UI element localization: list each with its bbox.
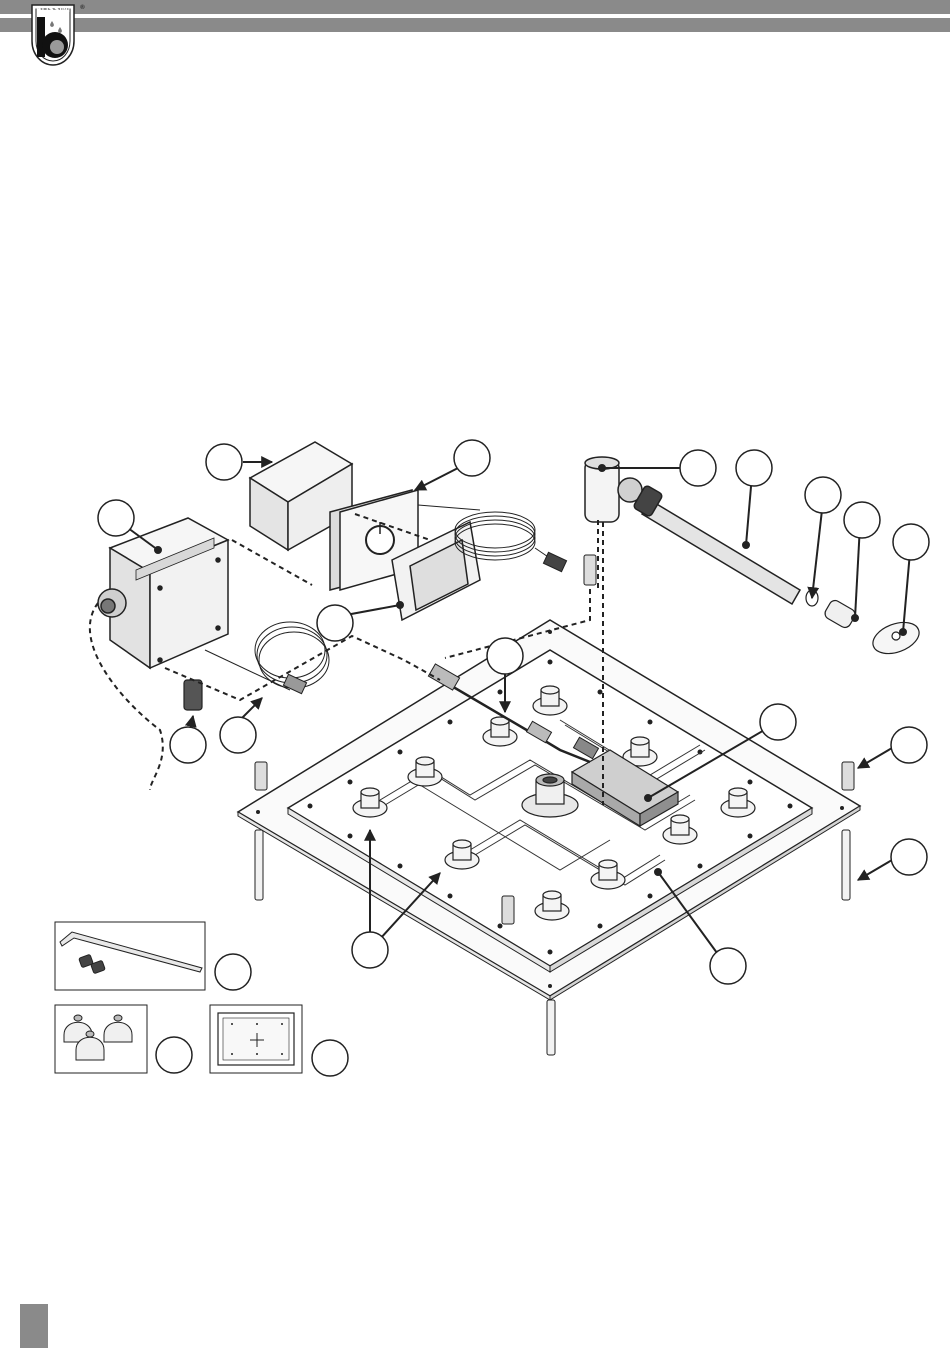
callout-c7 <box>893 524 929 560</box>
hex-key-kit <box>55 922 205 990</box>
callout-c5 <box>805 477 841 513</box>
callout-c11 <box>760 704 796 740</box>
callout-c19 <box>156 1037 192 1073</box>
callout-c17 <box>710 948 746 984</box>
extension-pipe <box>633 485 800 604</box>
callout-c3 <box>680 450 716 486</box>
callout-c12 <box>170 727 206 763</box>
cable-gland <box>184 680 202 710</box>
callout-c6 <box>844 502 880 538</box>
callout-c20 <box>312 1040 348 1076</box>
callout-c4 <box>736 450 772 486</box>
callout-c10 <box>487 638 523 674</box>
callout-c18 <box>215 954 251 990</box>
callout-c16 <box>352 932 388 968</box>
spare-nozzles-kit <box>55 1005 147 1073</box>
callout-c9 <box>317 605 353 641</box>
callout-c15 <box>891 839 927 875</box>
junction-box <box>98 518 228 668</box>
wall-elbow <box>585 457 642 522</box>
callout-c13 <box>220 717 256 753</box>
callout-c14 <box>891 727 927 763</box>
callout-c8 <box>98 500 134 536</box>
callout-c2 <box>454 440 490 476</box>
callout-c1 <box>206 444 242 480</box>
drilling-template <box>210 1005 302 1073</box>
page-edge-tab <box>20 1304 48 1348</box>
